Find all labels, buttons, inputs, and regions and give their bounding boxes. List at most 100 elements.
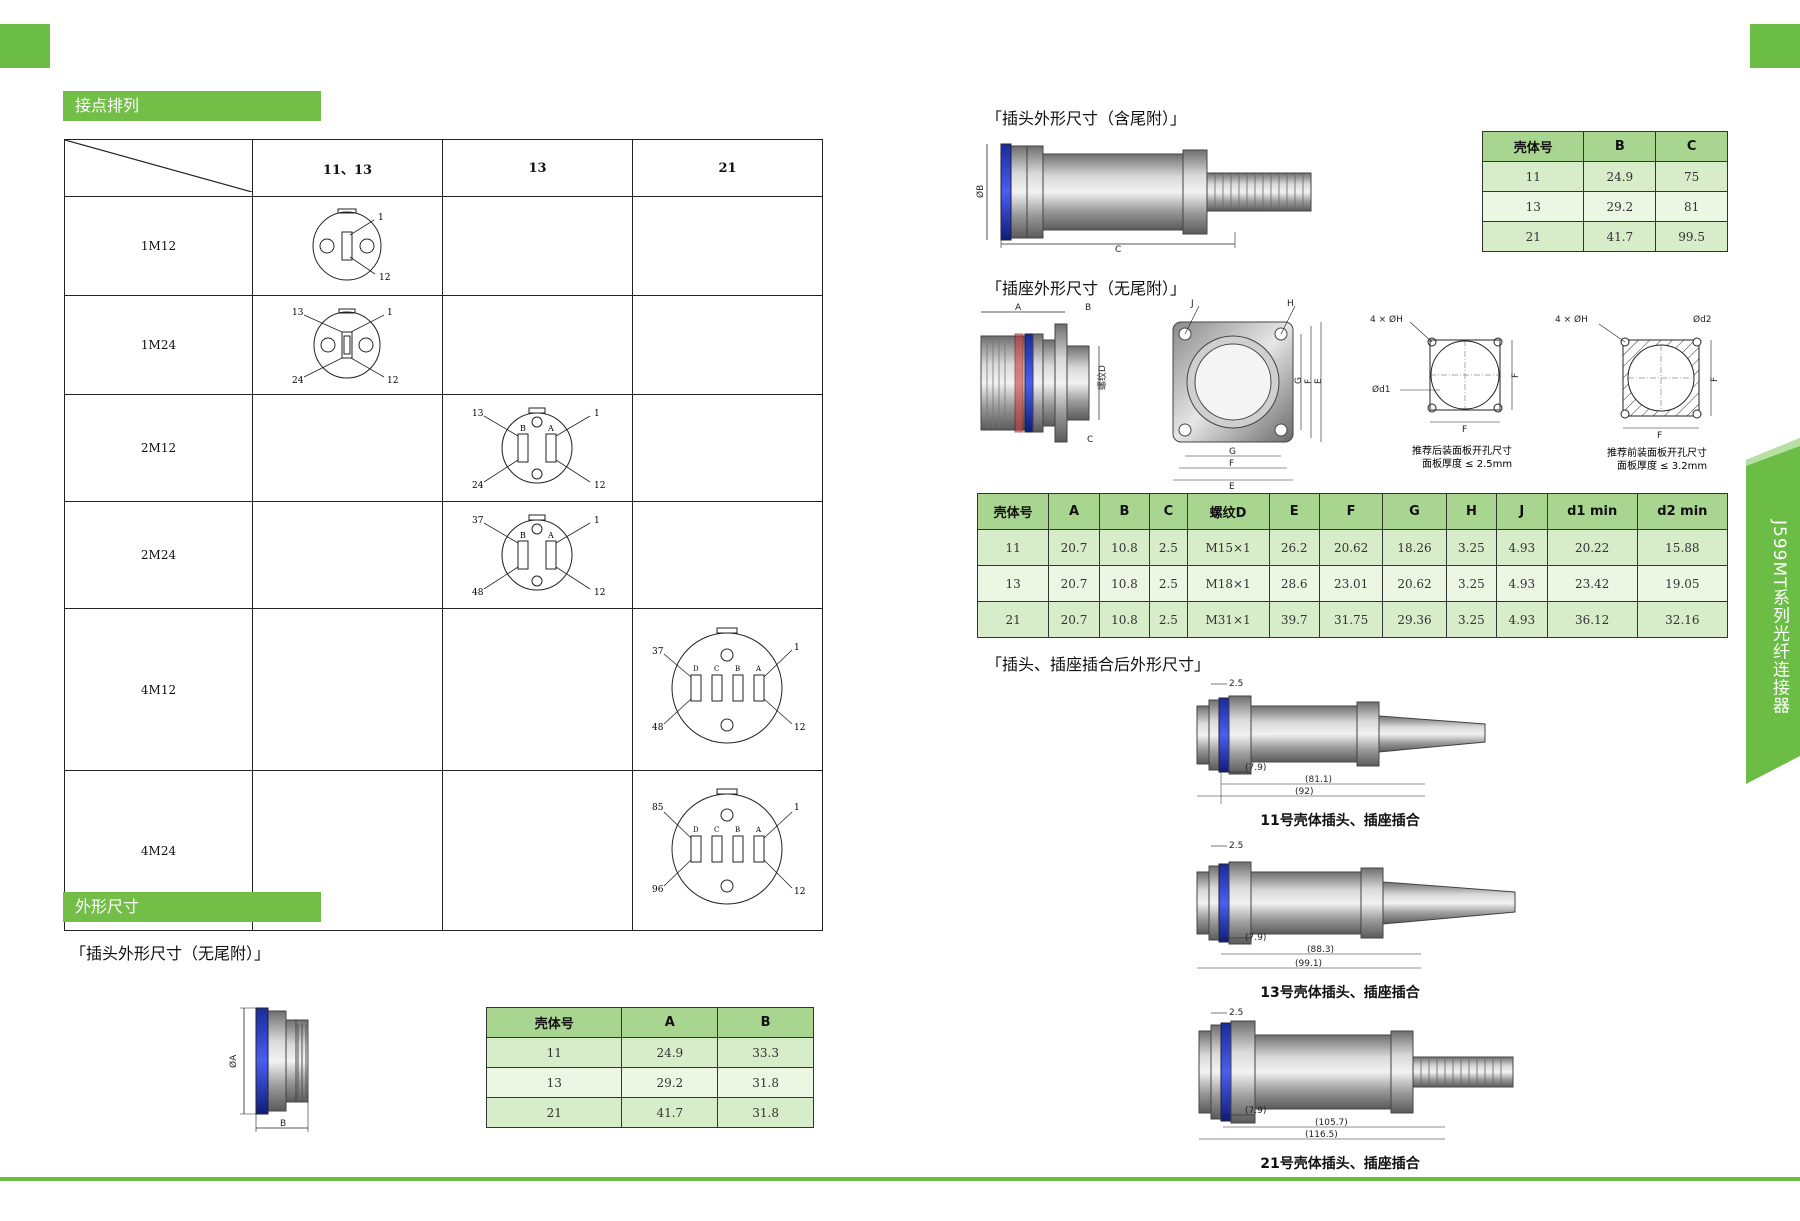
svg-text:1: 1 [387,308,393,318]
contact-diagram-4m24: D C B A 85 1 96 12 [652,788,805,905]
plug-with-tail-title: 「插头外形尺寸（含尾附）」 [986,109,1187,128]
mated-caption-21: 21号壳体插头、插座插合 [1260,1156,1420,1172]
corner-block-right [1750,24,1800,68]
svg-text:48: 48 [652,723,664,733]
svg-text:ØA: ØA [228,1054,239,1068]
column-header: 11、13 [252,139,443,197]
column-header: 壳体号 [976,493,1050,530]
receptacle-side-drawing: A B 螺纹D C [980,303,1108,445]
column-header: A [1048,493,1100,530]
svg-text:F: F [1304,379,1314,384]
plug-no-tail-title: 「插头外形尺寸（无尾附）」 [70,944,271,963]
column-header: 13 [442,139,633,197]
section-title-contacts: 接点排列 [63,91,321,121]
column-header: G [1382,493,1447,530]
svg-text:C: C [714,826,719,834]
svg-text:4 × ØH: 4 × ØH [1370,314,1403,325]
column-header: d1 min [1546,493,1638,530]
svg-text:12: 12 [387,376,398,386]
svg-text:1: 1 [794,643,800,653]
svg-text:螺纹D: 螺纹D [1096,365,1108,390]
svg-text:12: 12 [379,273,390,283]
contact-diagram-2m12: B A 13 1 24 12 [472,407,605,491]
svg-text:13: 13 [292,308,304,318]
mated-caption-11: 11号壳体插头、插座插合 [1260,813,1420,829]
receptacle-title: 「插座外形尺寸（无尾附）」 [986,279,1187,298]
svg-text:B: B [520,424,526,433]
svg-text:G: G [1294,377,1304,384]
svg-text:(7.9): (7.9) [1245,933,1266,943]
row-label: 1M24 [64,295,253,395]
svg-text:A: A [1015,303,1022,313]
column-header: C [1149,493,1188,530]
column-header: J [1496,493,1548,530]
svg-text:1: 1 [594,409,600,419]
svg-text:12: 12 [594,588,605,598]
mated-drawing-13: 2.5 (7.9) (88.3) (99.1) [1196,841,1516,969]
svg-text:37: 37 [472,516,484,526]
svg-text:12: 12 [794,723,805,733]
svg-text:12: 12 [794,887,805,897]
contact-diagram-cell: D C B A 37 1 48 12 [632,608,823,771]
row-label: 2M12 [64,394,253,502]
mated-drawing-11: 2.5 (7.9) (81.1) (92) [1196,679,1486,804]
column-header: B [1583,131,1657,162]
svg-text:C: C [1087,435,1093,445]
row-label: 4M12 [64,608,253,771]
contact-diagram-1m24: 13 1 24 12 [292,308,398,386]
svg-text:A: A [755,665,762,673]
contact-diagram-4m12: D C B A 37 1 48 12 [652,627,805,744]
svg-text:2.5: 2.5 [1229,841,1243,851]
svg-text:B: B [520,531,526,540]
svg-text:12: 12 [594,481,605,491]
svg-text:B: B [1085,303,1091,313]
svg-text:Ød1: Ød1 [1372,384,1391,395]
svg-text:F: F [1710,377,1720,382]
contact-arrangement-table: 11、13 13 21 1M12 1 12 1M24 [64,139,823,931]
column-header: 21 [632,139,823,197]
svg-text:D: D [693,665,699,673]
svg-text:A: A [755,826,762,834]
mated-title: 「插头、插座插合后外形尺寸」 [986,655,1211,674]
column-header: B [1098,493,1151,530]
contact-diagram-2m24: B A 37 1 48 12 [472,514,605,598]
svg-text:H: H [1287,299,1294,309]
contact-diagram-cell: B A 37 1 48 12 [442,501,633,609]
contact-diagram-cell: D C B A 85 1 96 12 [632,770,823,931]
svg-text:B: B [735,665,740,673]
svg-text:(7.9): (7.9) [1245,1106,1266,1116]
column-header: H [1445,493,1498,530]
svg-text:(7.9): (7.9) [1245,763,1266,773]
svg-text:A: A [547,424,554,433]
svg-text:2.5: 2.5 [1229,1008,1243,1018]
svg-text:G: G [1229,447,1236,457]
svg-text:13: 13 [472,409,484,419]
side-tab [1746,438,1800,784]
svg-text:A: A [547,531,554,540]
plug-with-tail-drawing: ØB C [975,143,1312,254]
svg-text:J: J [1190,299,1194,309]
svg-text:(116.5): (116.5) [1305,1130,1338,1140]
svg-text:E: E [1229,482,1235,491]
svg-text:1: 1 [378,213,384,223]
svg-text:(92): (92) [1295,787,1313,797]
column-header: E [1268,493,1320,530]
contact-diagram-cell: B A 13 1 24 12 [442,394,633,502]
svg-text:Ød2: Ød2 [1693,314,1712,325]
svg-text:96: 96 [652,885,664,895]
front-panel-cutout-drawing: 4 × ØH Ød2 F F 推荐前装面板开孔尺寸 面板厚度 ≤ 3.2mm [1555,314,1720,472]
column-header: B [717,1007,814,1038]
svg-text:C: C [714,665,719,673]
plug-no-tail-drawing: ØA B [228,1007,309,1132]
column-header: C [1655,131,1728,162]
svg-text:(105.7): (105.7) [1315,1118,1348,1128]
svg-text:1: 1 [594,516,600,526]
